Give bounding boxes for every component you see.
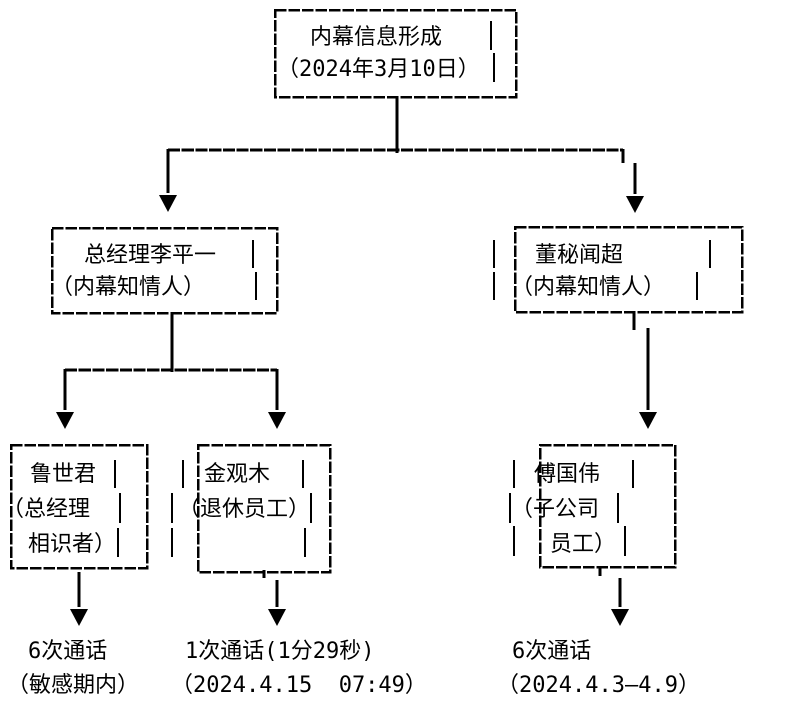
li-pingyi-name: 总经理李平一 (84, 243, 216, 268)
wen-chao-role: （内幕知情人） (511, 275, 665, 300)
lu-shijun-role-1: （总经理 (2, 497, 90, 522)
wen-chao-box-group: 董秘闻超 （内幕知情人） (492, 225, 744, 314)
arrowhead (268, 609, 286, 626)
wen-chao-box (513, 225, 744, 314)
jin-call-count: 1次通话(1分29秒) (185, 639, 374, 664)
fu-call-period: （2024.4.3–4.9） (497, 673, 700, 698)
root-box-title: 内幕信息形成 (310, 25, 442, 50)
fu-guowei-role-1: （子公司 (511, 497, 599, 522)
root-split-connector (159, 97, 644, 213)
wen-branch-connector (632, 312, 657, 429)
jin-guanmu-box-group: 金观木 （退休员工） (178, 443, 332, 574)
call-annotations: 6次通话 （敏感期内） 1次通话(1分29秒) （2024.4.15 07:49… (7, 639, 700, 698)
wen-chao-name: 董秘闻超 (535, 243, 623, 268)
fu-guowei-role-2: 员工） (550, 532, 616, 557)
fu-guowei-box (538, 443, 677, 569)
arrowhead (70, 609, 88, 626)
li-pingyi-role: （内幕知情人） (51, 275, 205, 300)
lu-shijun-name: 鲁世君 (30, 462, 96, 487)
jin-guanmu-name: 金观木 (204, 462, 270, 487)
lu-shijun-role-2: 相识者） (28, 532, 116, 557)
arrowhead (611, 609, 629, 626)
lu-shijun-box (9, 443, 149, 570)
li-pingyi-box-group: 总经理李平一 （内幕知情人） (50, 226, 279, 315)
arrowhead (639, 412, 657, 429)
arrowhead (626, 196, 644, 213)
jin-call-time: （2024.4.15 07:49） (171, 673, 427, 698)
root-box (273, 8, 518, 99)
call-connectors (70, 567, 629, 626)
arrowhead (56, 412, 74, 429)
arrowhead (159, 195, 177, 212)
lu-call-count: 6次通话 (28, 639, 107, 664)
fu-guowei-name: 傅国伟 (534, 462, 600, 487)
root-box-group: 内幕信息形成 （2024年3月10日） (273, 8, 518, 99)
jin-guanmu-role: （退休员工） (178, 497, 310, 522)
root-box-date: （2024年3月10日） (277, 57, 480, 82)
arrowhead (268, 412, 286, 429)
lu-shijun-box-group: 鲁世君 （总经理 相识者） (2, 443, 185, 570)
fu-call-count: 6次通话 (512, 639, 591, 664)
lu-call-period: （敏感期内） (7, 673, 139, 698)
li-split-connector (56, 313, 286, 429)
li-pingyi-box (50, 226, 279, 315)
fu-guowei-box-group: 傅国伟 （子公司 员工） (508, 443, 677, 569)
